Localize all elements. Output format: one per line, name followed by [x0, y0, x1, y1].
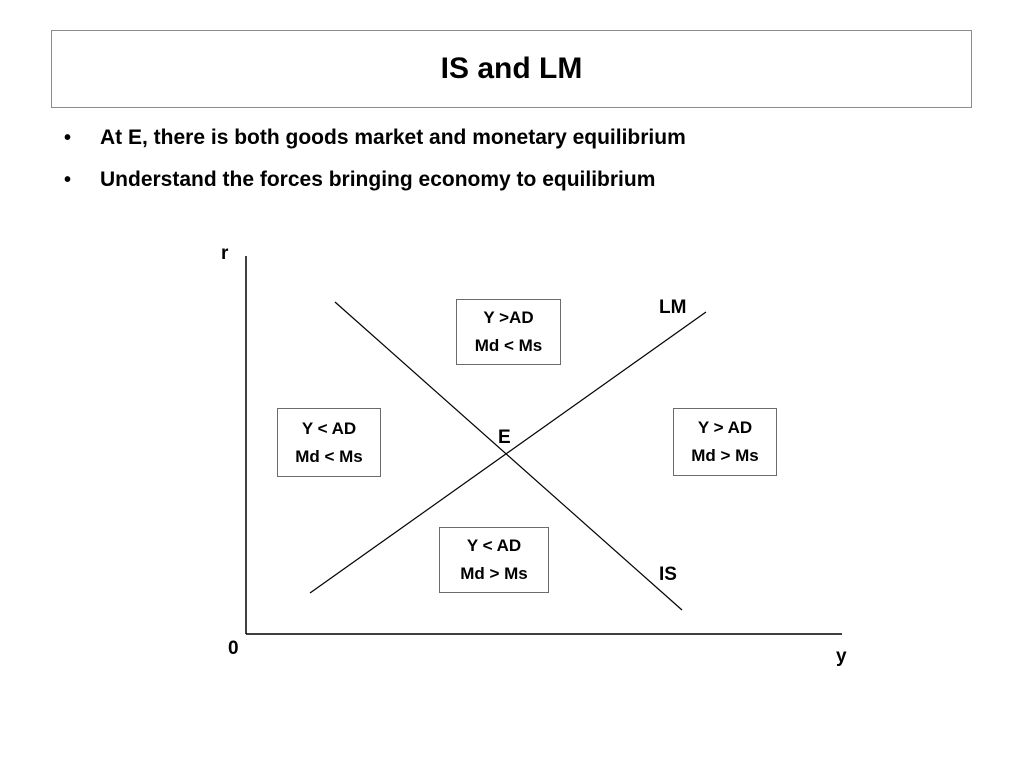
region-left-goods: Y < AD: [301, 418, 357, 438]
bullet-item: • At E, there is both goods market and m…: [64, 126, 686, 168]
region-bottom-goods: Y < AD: [466, 536, 522, 555]
equilibrium-label: E: [498, 427, 511, 448]
slide-title: IS and LM: [440, 52, 583, 85]
axis-x-label: y: [836, 646, 847, 667]
title-box: IS and LM: [51, 30, 972, 108]
lm-curve-label: LM: [659, 297, 687, 318]
bullet-dot-icon: •: [64, 127, 72, 149]
bullet-item: • Understand the forces bringing economy…: [64, 168, 686, 210]
origin-label: 0: [228, 638, 239, 659]
region-top-money: Md < Ms: [474, 336, 543, 355]
region-bottom-money: Md > Ms: [460, 564, 528, 583]
axis-y-label: r: [221, 243, 229, 264]
lm-curve: [309, 311, 707, 594]
region-box-left: Y < AD Md < Ms: [277, 408, 381, 477]
bullet-text: At E, there is both goods market and mon…: [100, 126, 686, 149]
is-curve: [334, 301, 683, 611]
region-box-top: Y >AD Md < Ms: [456, 299, 561, 365]
is-curve-label: IS: [659, 564, 677, 585]
region-right-money: Md > Ms: [691, 446, 759, 465]
region-left-money: Md < Ms: [295, 446, 363, 466]
bullet-text: Understand the forces bringing economy t…: [100, 168, 656, 191]
bullet-list: • At E, there is both goods market and m…: [64, 126, 686, 210]
region-box-right: Y > AD Md > Ms: [673, 408, 777, 476]
bullet-dot-icon: •: [64, 169, 72, 191]
region-right-goods: Y > AD: [697, 418, 753, 437]
region-top-goods: Y >AD: [483, 308, 534, 327]
region-box-bottom: Y < AD Md > Ms: [439, 527, 549, 593]
